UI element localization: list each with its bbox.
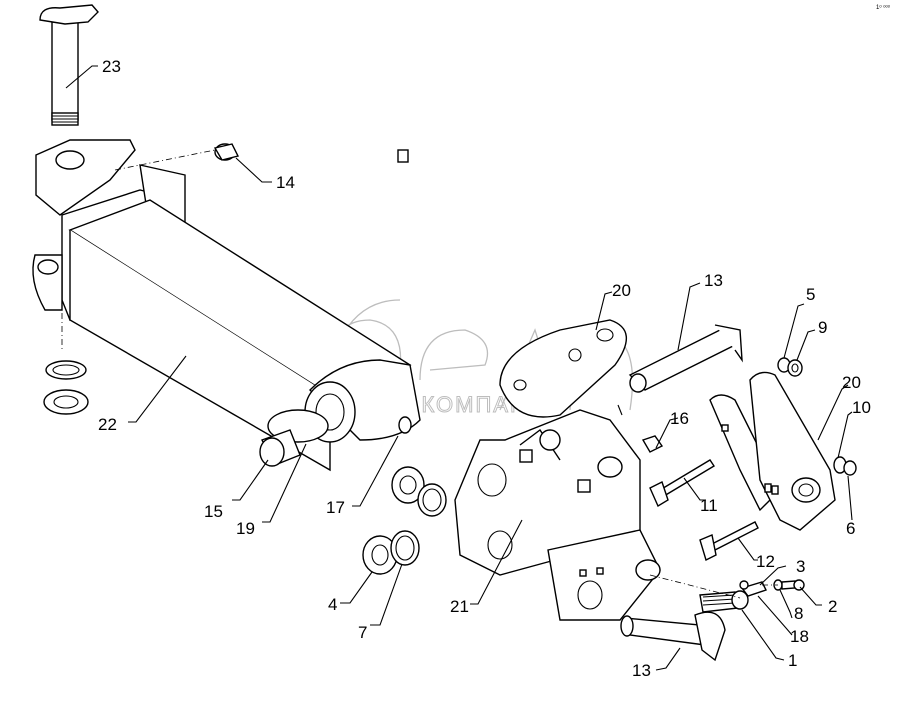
part-1-bolt — [699, 590, 749, 613]
callout-13b: 13 — [632, 661, 651, 680]
leader-lines — [65, 65, 853, 671]
part-12-pin — [699, 521, 759, 561]
part-22-frame — [32, 139, 421, 472]
callout-15: 15 — [204, 502, 223, 521]
callout-11: 11 — [700, 496, 718, 515]
callout-14: 14 — [276, 173, 295, 192]
callout-9: 9 — [818, 318, 827, 337]
callout-21: 21 — [450, 597, 469, 616]
part-4-nut — [362, 466, 425, 575]
part-11-pin — [649, 459, 715, 508]
callout-3: 3 — [796, 557, 805, 576]
part-10-6-washers — [833, 456, 857, 476]
part-20-plates-right — [709, 371, 836, 531]
callout-13a: 13 — [704, 271, 723, 290]
part-2-bolt — [773, 579, 805, 591]
callout-23: 23 — [102, 57, 121, 76]
callout-2: 2 — [828, 597, 837, 616]
part-17-nipple — [398, 416, 412, 434]
callout-1: 1 — [788, 651, 797, 670]
part-7-washer — [390, 483, 447, 566]
callout-7: 7 — [358, 623, 367, 642]
part-20-link-upper — [499, 319, 628, 418]
part-14-bushing — [213, 143, 240, 161]
callout-19: 19 — [236, 519, 255, 538]
part-13-pin-lower — [620, 611, 726, 662]
corner-mark: 1ᵒ ᵒᵒᵒ — [876, 5, 891, 11]
callout-16: 16 — [670, 409, 689, 428]
part-13-pin-upper — [628, 324, 743, 393]
callout-17: 17 — [326, 498, 345, 517]
callout-6: 6 — [846, 519, 855, 538]
callout-4: 4 — [328, 595, 337, 614]
part-21-bracket — [454, 404, 661, 621]
part-washers-left — [43, 360, 89, 415]
callout-20a: 20 — [612, 281, 631, 300]
callout-20b: 20 — [842, 373, 861, 392]
part-3-clip — [739, 580, 767, 597]
callout-22: 22 — [98, 415, 117, 434]
callout-10: 10 — [852, 398, 871, 417]
callout-labels: 23 14 22 15 19 17 4 7 21 20 13 16 11 12 … — [98, 57, 871, 680]
part-5-9-washers — [777, 357, 803, 377]
callout-12: 12 — [756, 552, 775, 571]
part-16-nut — [641, 435, 664, 453]
callout-5: 5 — [806, 285, 815, 304]
callout-18: 18 — [790, 627, 809, 646]
callout-8: 8 — [794, 604, 803, 623]
part-23-pin — [39, 4, 99, 126]
nipple-small — [397, 149, 409, 163]
part-15-bushing — [259, 409, 329, 467]
